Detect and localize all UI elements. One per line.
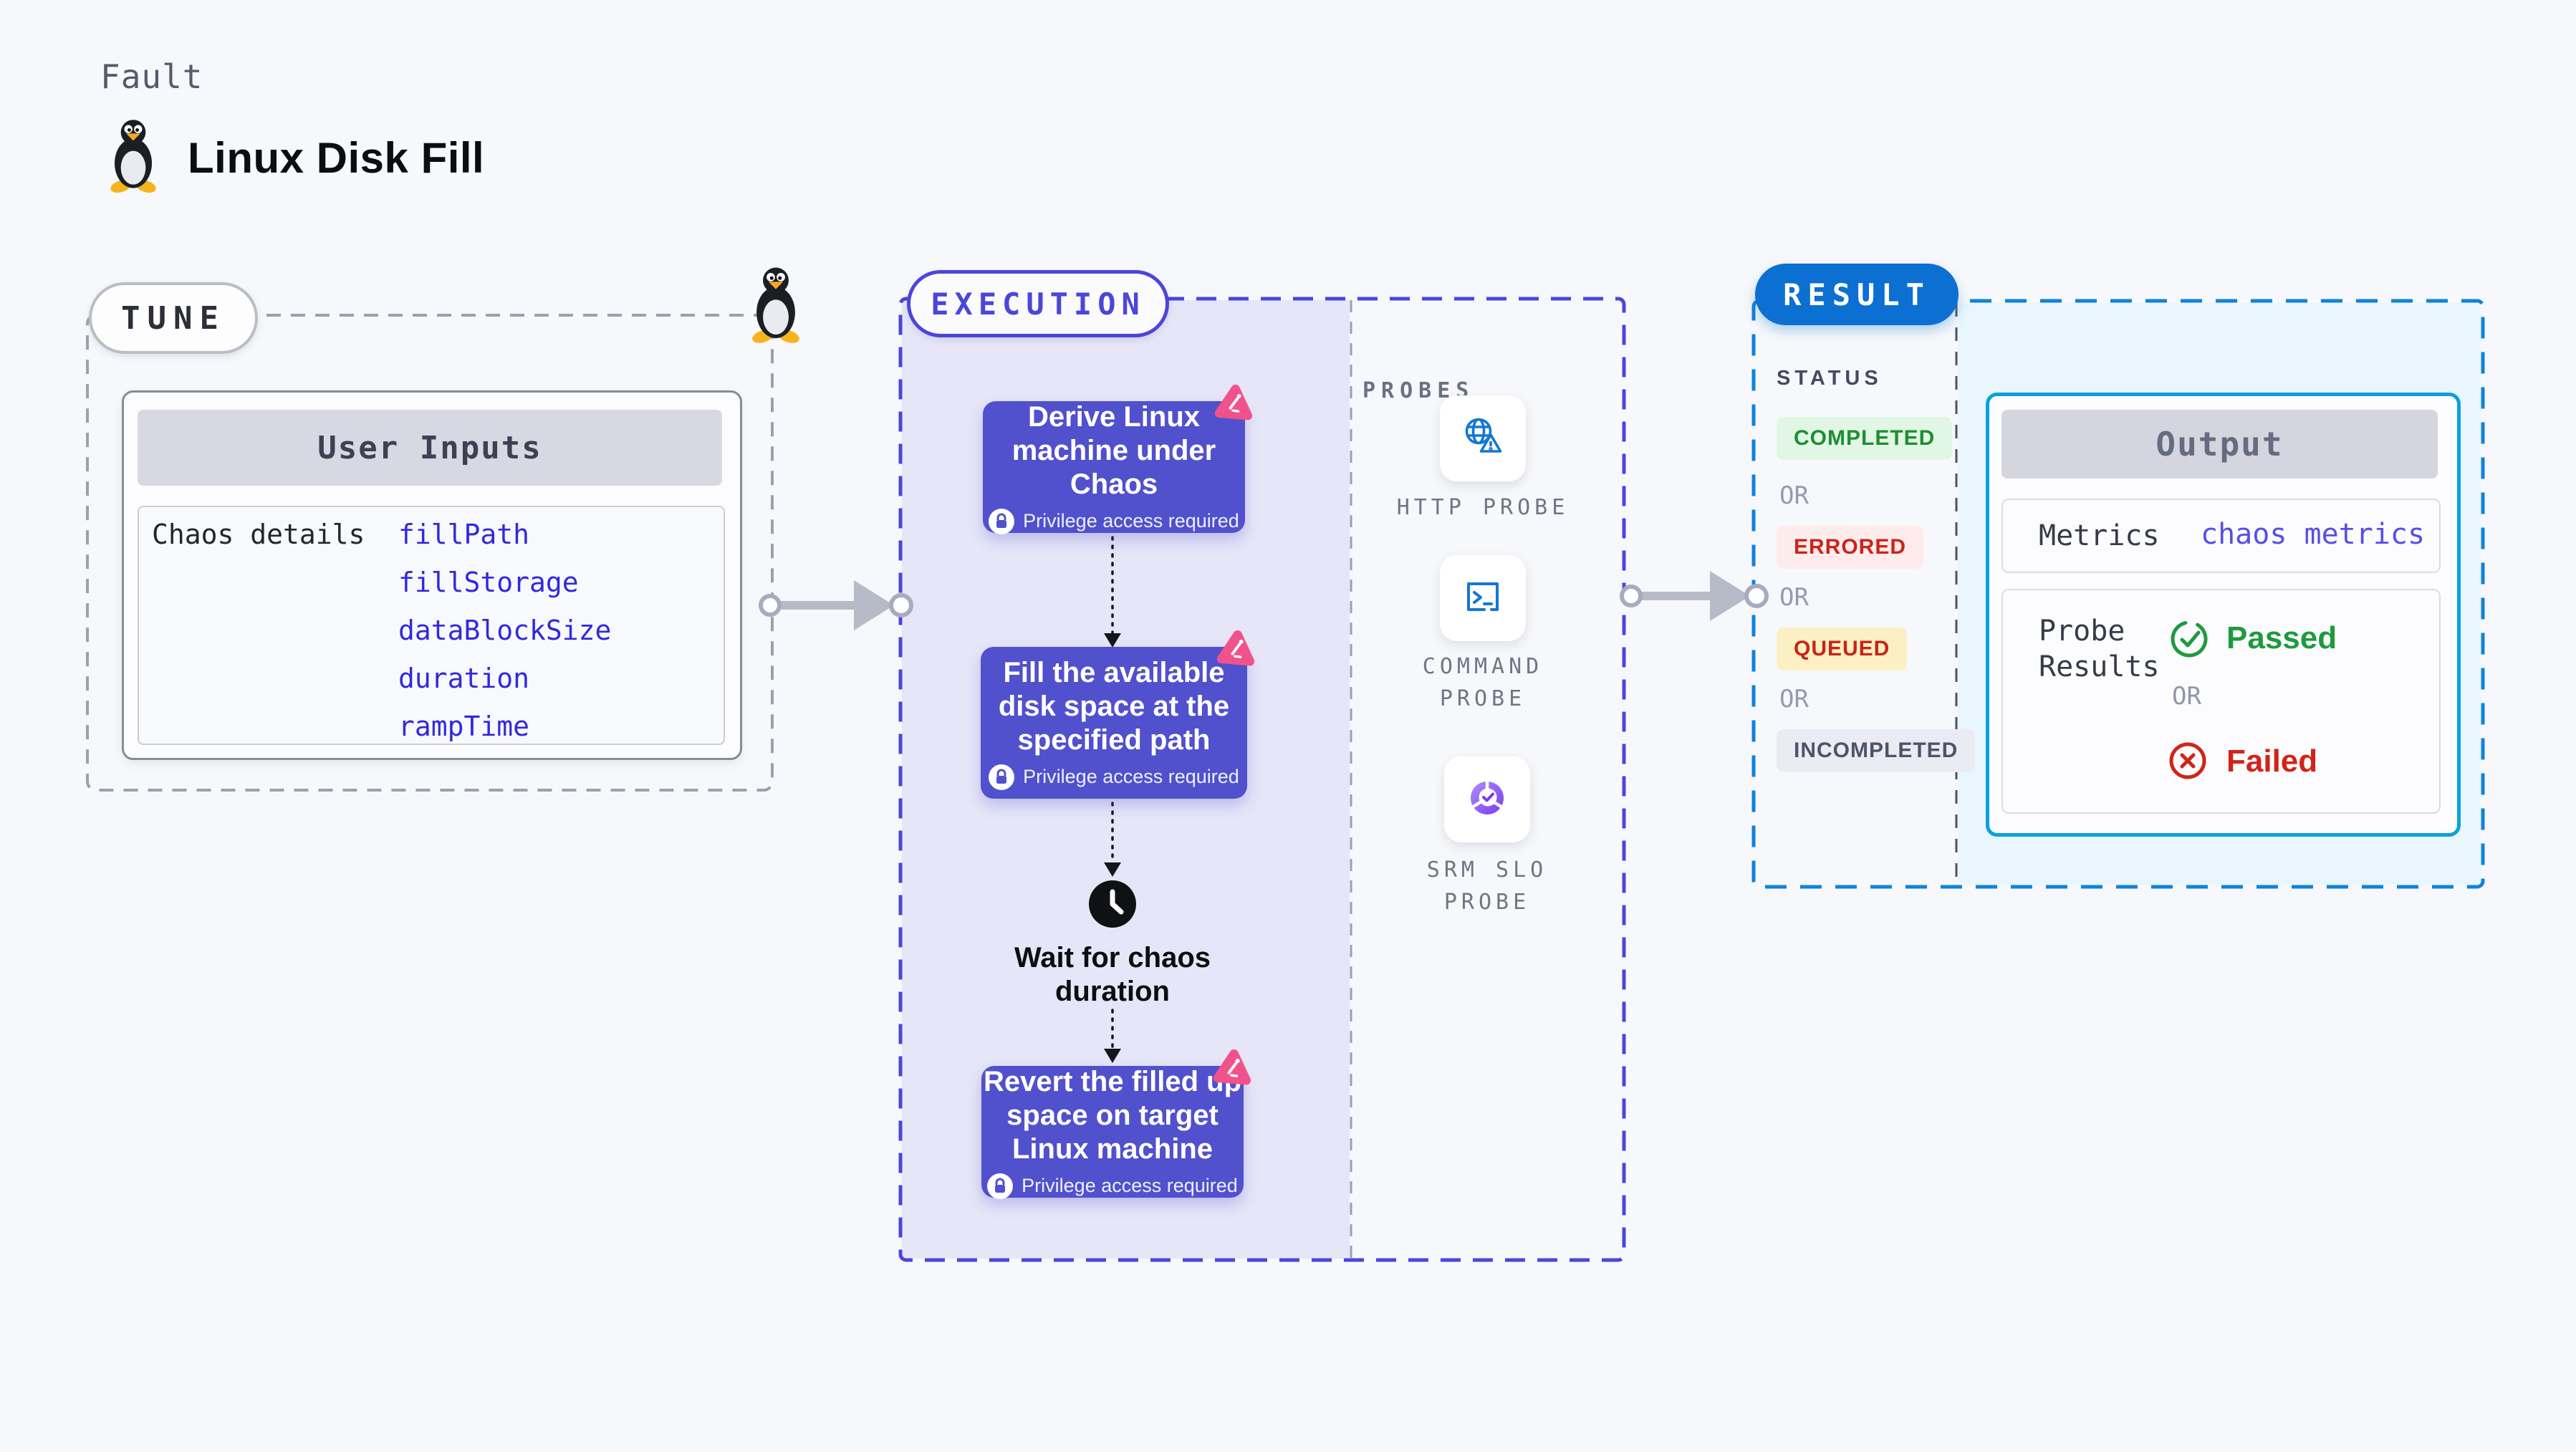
probe-results-label: Probe Results <box>2039 615 2160 683</box>
command-probe-label: COMMAND PROBE <box>1422 654 1544 711</box>
connector-execution-to-result <box>1620 571 1769 621</box>
connector-tune-to-execution <box>759 580 913 630</box>
tune-dashed-border <box>86 314 774 792</box>
input-datablocksize: dataBlockSize <box>398 615 612 646</box>
step-text-line: machine under <box>1011 434 1216 466</box>
input-fillstorage: fillStorage <box>398 567 579 598</box>
user-inputs-body <box>138 506 725 745</box>
status-badge-completed: COMPLETED <box>1777 417 1953 460</box>
or-separator: OR <box>1779 481 1809 510</box>
lock-icon <box>989 764 1015 790</box>
probe-results-row <box>2001 589 2441 814</box>
chaos-fault-icon <box>1216 628 1257 670</box>
or-separator: OR <box>1779 685 1809 713</box>
step-card-revert: Revert the filled up space on target Lin… <box>981 1049 1251 1199</box>
tux-penguin-corner-icon <box>746 266 805 347</box>
step-flow-arrowheads <box>1104 633 1121 1063</box>
step-text-line: disk space at the <box>998 690 1230 722</box>
check-circle-icon <box>2169 619 2209 663</box>
status-badge-incompleted: INCOMPLETED <box>1777 729 1976 772</box>
srm-slo-probe-card <box>1444 756 1530 842</box>
slo-donut-check-icon <box>1464 775 1510 824</box>
step-text-line: Revert the filled up <box>983 1065 1242 1097</box>
metrics-row <box>2001 499 2441 573</box>
lock-icon <box>987 1173 1014 1199</box>
step-card-fill: Fill the available disk space at the spe… <box>981 630 1255 799</box>
command-probe-card <box>1440 555 1526 641</box>
result-section-pill: RESULT <box>1755 264 1959 325</box>
x-circle-icon <box>2168 741 2208 784</box>
tune-section-pill: TUNE <box>89 282 258 354</box>
step-text-line: specified path <box>1017 723 1211 756</box>
metrics-label: Metrics <box>2039 519 2160 552</box>
globe-alert-icon <box>1460 414 1506 463</box>
fault-kicker: Fault <box>100 57 203 96</box>
http-probe-label: HTTP PROBE <box>1396 495 1570 520</box>
step-text-line: Linux machine <box>1011 1133 1213 1165</box>
input-ramptime: rampTime <box>398 711 530 742</box>
fault-title-row: Linux Disk Fill <box>105 119 484 197</box>
clock-icon <box>1087 879 1138 933</box>
user-inputs-header: User Inputs <box>138 410 722 486</box>
execution-section-pill: EXECUTION <box>907 270 1169 337</box>
srm-slo-probe-label: SRM SLO PROBE <box>1426 857 1548 915</box>
wait-step-label: Wait for chaos duration <box>1014 942 1211 1007</box>
lock-icon <box>989 508 1015 534</box>
chaos-details-label: Chaos details <box>152 519 365 550</box>
chaos-fault-icon <box>1213 383 1255 424</box>
failed-label: Failed <box>2226 744 2318 779</box>
output-header: Output <box>2001 410 2438 479</box>
step-text-line: Derive Linux <box>1027 400 1201 433</box>
or-separator: OR <box>2172 682 2201 711</box>
chaos-fault-icon <box>1212 1047 1254 1089</box>
input-duration: duration <box>398 663 530 694</box>
or-separator: OR <box>1779 583 1809 612</box>
page-title: Linux Disk Fill <box>188 134 485 182</box>
step-text-line: Chaos <box>1070 468 1158 500</box>
http-probe-card <box>1440 395 1526 481</box>
privilege-note: Privilege access required <box>1023 510 1239 532</box>
step-text-line: space on target <box>1006 1099 1219 1131</box>
status-title: STATUS <box>1777 367 1883 390</box>
privilege-note: Privilege access required <box>1022 1175 1238 1196</box>
input-fillpath: fillPath <box>398 519 530 550</box>
status-badge-queued: QUEUED <box>1777 628 1908 670</box>
status-badge-errored: ERRORED <box>1777 526 1924 569</box>
execution-dashed-border <box>898 297 1626 1262</box>
terminal-icon <box>1460 574 1506 623</box>
step-text-line: Fill the available <box>1003 656 1225 688</box>
step-card-derive: Derive Linux machine under Chaos Privile… <box>983 384 1253 534</box>
tux-penguin-icon <box>105 119 162 197</box>
privilege-note: Privilege access required <box>1023 766 1239 787</box>
passed-label: Passed <box>2226 620 2337 655</box>
metrics-value-link[interactable]: chaos metrics <box>2201 518 2426 551</box>
